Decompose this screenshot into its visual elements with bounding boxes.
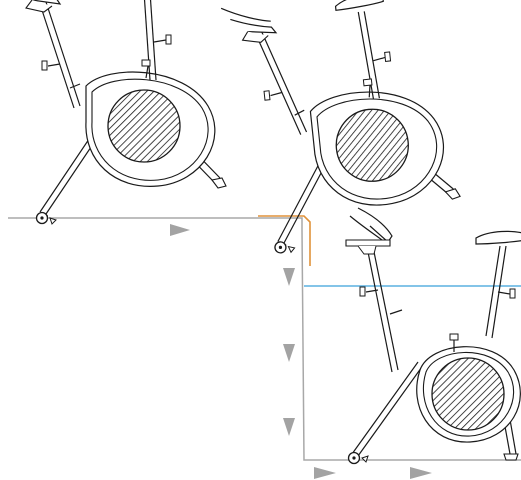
arrow-down-icon	[283, 418, 295, 436]
corner-highlight	[258, 215, 311, 266]
arrow-right-icon	[170, 224, 190, 236]
floor-line	[8, 217, 521, 461]
arrow-right-icon	[314, 467, 336, 479]
bike-tilted-start	[7, 0, 227, 225]
arrow-down-icon	[283, 268, 295, 286]
arrow-right-icon	[410, 467, 432, 479]
arrow-down-icon	[283, 344, 295, 362]
bike-upright-lowered	[345, 207, 521, 465]
